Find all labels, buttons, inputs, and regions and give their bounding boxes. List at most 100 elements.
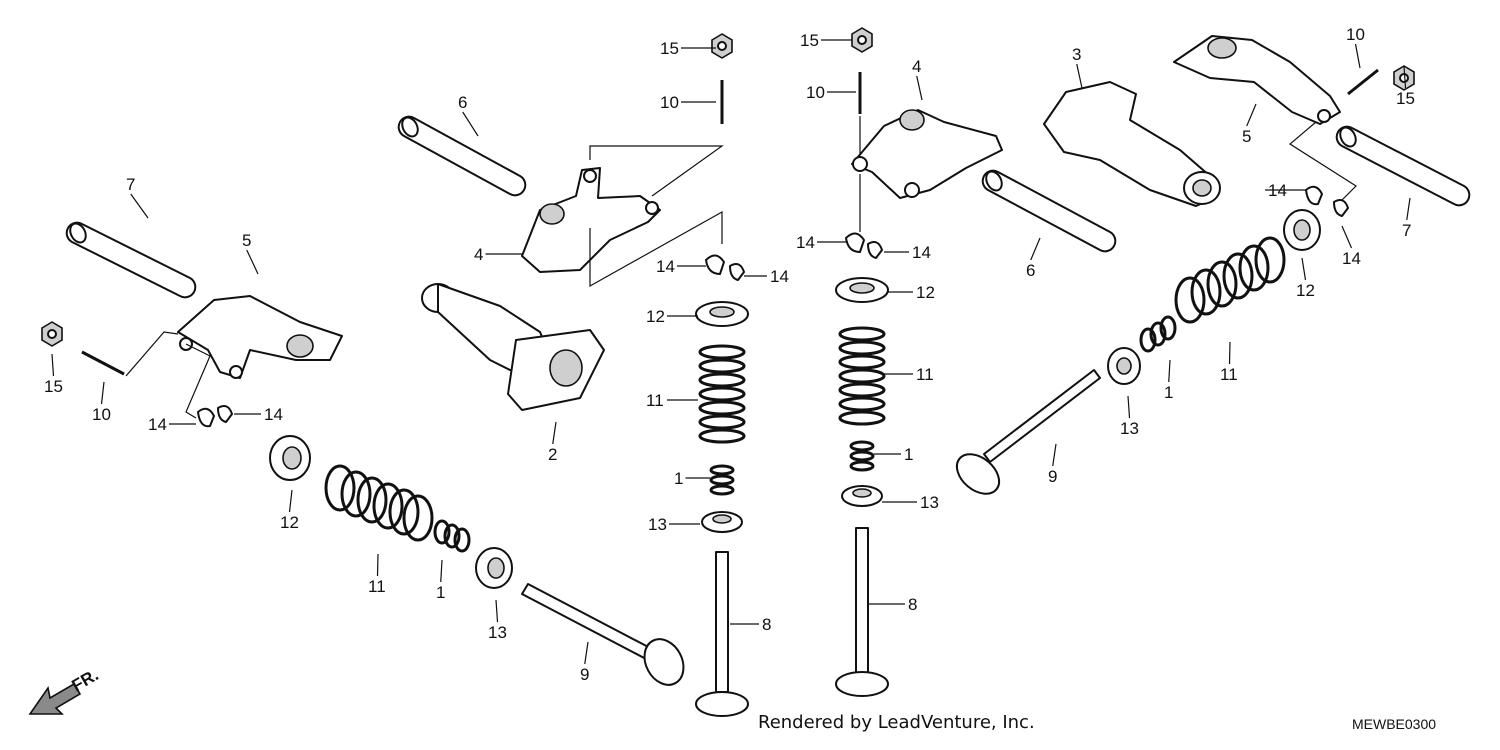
- callout-12: 12: [1296, 281, 1315, 300]
- spring-seat-left: [475, 547, 513, 589]
- callout-leader: [1406, 197, 1411, 221]
- callout-14: 14: [148, 415, 167, 434]
- spring-retainer-center-right: [835, 277, 889, 303]
- callout-11: 11: [916, 365, 934, 384]
- callout-leader: [288, 489, 293, 513]
- callout-15: 15: [1396, 89, 1415, 108]
- callout-10: 10: [660, 93, 679, 112]
- callout-leader: [1168, 359, 1171, 383]
- callout-15: 15: [800, 31, 819, 50]
- callout-1: 1: [436, 583, 445, 602]
- callout-1: 1: [904, 445, 913, 464]
- callout-6: 6: [458, 93, 467, 112]
- inner-spring-center-right: [849, 440, 875, 472]
- callout-leader: [1052, 443, 1057, 467]
- callout-13: 13: [648, 515, 667, 534]
- callout-leader: [130, 193, 149, 219]
- callout-11: 11: [1220, 365, 1238, 384]
- callout-14: 14: [656, 257, 675, 276]
- cotters-right: [1305, 185, 1349, 217]
- cotters-center-right: [845, 232, 883, 259]
- callout-9: 9: [580, 665, 589, 684]
- callout-leader: [1076, 63, 1083, 89]
- callout-11: 11: [646, 391, 664, 410]
- callout-10: 10: [92, 405, 111, 424]
- callout-13: 13: [488, 623, 507, 642]
- callout-12: 12: [646, 307, 665, 326]
- callout-leader: [440, 559, 443, 583]
- diagram-code: MEWBE0300: [1352, 716, 1437, 732]
- callout-9: 9: [1048, 467, 1057, 486]
- callout-10: 10: [1346, 25, 1365, 44]
- spring-seat-center-right: [841, 485, 883, 507]
- callout-12: 12: [916, 283, 935, 302]
- exhaust-valve-left: [521, 583, 685, 686]
- callout-10: 10: [806, 83, 825, 102]
- callout-leader: [552, 421, 557, 445]
- valve-spring-left: [324, 464, 434, 542]
- callout-leader: [1246, 103, 1257, 127]
- callout-4: 4: [474, 245, 483, 264]
- valve-spring-right: [1174, 236, 1286, 324]
- callout-leader: [495, 599, 499, 623]
- callout-14: 14: [264, 405, 283, 424]
- callout-6: 6: [1026, 261, 1035, 280]
- valve-spring-center-left: [698, 344, 746, 444]
- callout-12: 12: [280, 513, 299, 532]
- adjusting-screw-left: [81, 350, 125, 376]
- callout-leader: [1341, 225, 1353, 249]
- callout-15: 15: [44, 377, 63, 396]
- callout-14: 14: [796, 233, 815, 252]
- callout-leader: [51, 353, 55, 377]
- callout-15: 15: [660, 39, 679, 58]
- inner-spring-center-left: [709, 464, 735, 496]
- rocker-shaft-center-right: [981, 169, 1117, 253]
- rocker-shaft-center-left: [397, 115, 527, 197]
- callout-14: 14: [1342, 249, 1361, 268]
- callout-leader: [584, 641, 589, 665]
- callout-leader: [1127, 395, 1131, 419]
- spring-retainer-right: [1283, 209, 1321, 251]
- inner-spring-left: [433, 519, 471, 553]
- callout-4: 4: [912, 57, 921, 76]
- callout-1: 1: [1164, 383, 1173, 402]
- callout-leader: [916, 75, 923, 101]
- callout-leader: [1403, 65, 1407, 89]
- exhaust-valve-right: [955, 369, 1101, 495]
- rocker-arm-center-left: [521, 167, 661, 273]
- callout-8: 8: [762, 615, 771, 634]
- spring-seat-center-left: [701, 511, 743, 533]
- lock-nut-center-left: [711, 33, 733, 59]
- camshaft-right: [1043, 81, 1221, 207]
- callout-1: 1: [674, 469, 683, 488]
- valve-spring-center-right: [838, 326, 886, 426]
- cotters-center-left: [705, 254, 745, 281]
- spring-retainer-center-left: [695, 301, 749, 327]
- spring-seat-right: [1107, 347, 1141, 385]
- callout-13: 13: [1120, 419, 1139, 438]
- callout-7: 7: [1402, 221, 1411, 240]
- rocker-arm-center-right: [851, 109, 1003, 199]
- callout-leader: [1354, 43, 1361, 69]
- callout-2: 2: [548, 445, 557, 464]
- callout-leader: [100, 381, 105, 405]
- callout-leader: [1228, 341, 1231, 365]
- callout-3: 3: [1072, 45, 1081, 64]
- callout-7: 7: [126, 175, 135, 194]
- rocker-shaft-right: [1335, 125, 1471, 207]
- callout-leader: [376, 553, 379, 577]
- front-direction-arrow: FR.: [28, 665, 102, 715]
- inner-spring-right: [1139, 315, 1177, 353]
- credit-text: Rendered by LeadVenture, Inc.: [758, 712, 1035, 733]
- spring-retainer-left: [269, 435, 311, 481]
- lock-nut-center-right: [851, 27, 873, 53]
- callout-5: 5: [1242, 127, 1251, 146]
- callout-14: 14: [770, 267, 789, 286]
- adjusting-screw-right: [1347, 68, 1379, 96]
- rocker-arm-right: [1173, 35, 1341, 125]
- lock-nut-left: [41, 321, 63, 347]
- rocker-shaft-left: [65, 221, 197, 299]
- callout-leader: [246, 249, 259, 275]
